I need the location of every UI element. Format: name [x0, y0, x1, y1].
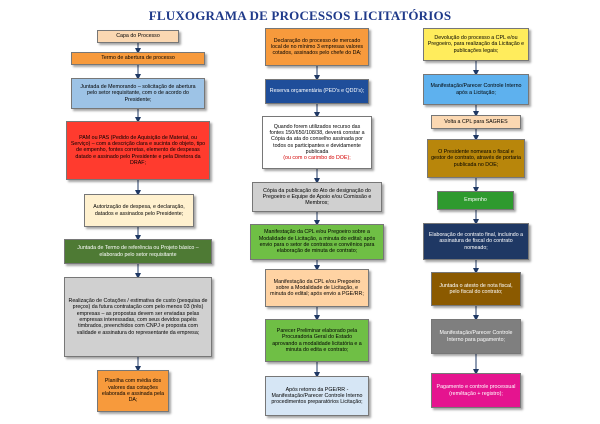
- step-juntada-de-memorando: Juntada de Memorando – solicitação de ab…: [71, 78, 205, 109]
- step-reserva-orcamentaria: Reserva orçamentária (PED's e QDD's);: [265, 79, 369, 104]
- step-termo-de-referencia: Juntada de Termo de referência ou Projet…: [64, 239, 212, 264]
- step-pagamento-controle: Pagamento e controle processual (remêtaç…: [431, 373, 521, 408]
- step-manifestacao-cpl-contratos: Manifestação da CPL e/ou Pregoeiro sobre…: [250, 224, 384, 260]
- step-realizacao-de-cotacoes: Realização de Cotações / estimativa de c…: [64, 277, 212, 357]
- step-empenho: Empenho: [437, 191, 514, 210]
- step-capa-do-processo: Capa do Processo: [97, 30, 179, 43]
- carimbo-doe-note: (ou com o carimbo do DOE);: [283, 155, 351, 162]
- step-termo-de-abertura: Termo de abertura de processo: [71, 52, 205, 65]
- step-nomeacao-fiscal-gestor: O Presidente nomeara o fiscal e gestor d…: [427, 139, 525, 178]
- diagram-title: FLUXOGRAMA DE PROCESSOS LICITATÓRIOS: [148, 8, 452, 23]
- step-pam-ou-pas: PAM ou PAS (Pedido de Aquisição de Mater…: [66, 121, 210, 180]
- step-parecer-preliminar-pge: Parecer Preliminar elaborado pela Procur…: [265, 319, 369, 362]
- step-copia-ata-conselho: Quando forem utilizados recurso das font…: [262, 116, 372, 169]
- step-retorno-pge-controle-interno: Após retorno da PGE/RR - Manifestação/Pa…: [265, 376, 369, 416]
- step-publicacao-ato-pregoeiro: Cópia da publicação do Ato de designação…: [252, 182, 382, 212]
- step-manifestacao-cpl-pge: Manifestação da CPL e/ou Pregoeiro sobre…: [265, 269, 369, 307]
- step-autorizacao-de-despesa: Autorização de despesa, e declaração, da…: [84, 194, 194, 227]
- step-volta-cpl-sagres: Volta a CPL para SAGRES: [431, 115, 521, 129]
- step-manifestacao-apos-licitacao: Manifestação/Parecer Controle Interno ap…: [423, 74, 529, 105]
- step-atesto-nota-fiscal: Juntada o atesto de nota fiscal, pelo fi…: [431, 272, 521, 306]
- step-parecer-pagamento: Manifestação/Parecer Controle Interno pa…: [431, 319, 521, 354]
- step-devolucao-cpl-licitacao: Devolução do processo a CPL e/ou Pregoei…: [423, 28, 529, 61]
- step-planilha-media-valores: Planilha com média dos valores das cotaç…: [97, 370, 169, 412]
- step-declaracao-mercado-local: Declaração do processo de mercado local …: [265, 28, 369, 66]
- step-elaboracao-contrato-final: Elaboração de contrato final, incluindo …: [423, 223, 529, 260]
